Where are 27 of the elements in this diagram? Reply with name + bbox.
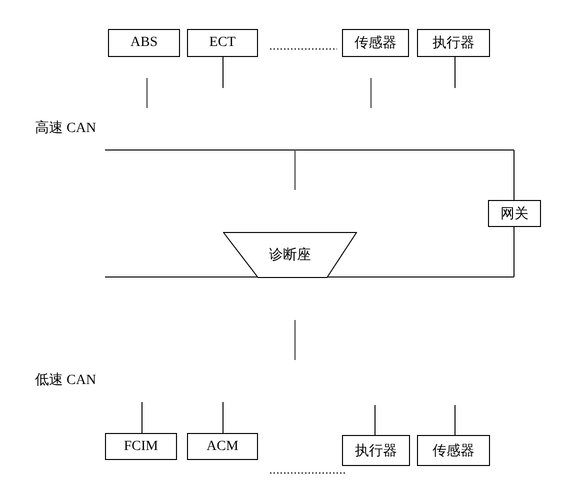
module-box — [187, 29, 258, 57]
node-label: ABS — [130, 35, 158, 51]
node-label: 网关 — [500, 205, 528, 222]
module-box — [417, 435, 490, 466]
node-label: 执行器 — [432, 34, 474, 52]
module-box — [342, 29, 409, 57]
node-label: 传感器 — [432, 442, 474, 460]
module-box — [488, 200, 541, 227]
connector-line — [454, 404, 456, 436]
node-label: 执行器 — [355, 442, 397, 460]
node-label: FCIM — [124, 438, 158, 454]
module-box — [342, 435, 410, 466]
connector-line — [222, 56, 224, 88]
bus-label: 高速 CAN — [35, 119, 96, 137]
connector-line — [222, 402, 224, 434]
module-box — [187, 433, 258, 460]
connector-line — [454, 56, 456, 88]
module-box — [417, 29, 490, 57]
node-label: ACM — [206, 438, 238, 454]
connector-line — [374, 404, 376, 436]
node-label: ECT — [209, 35, 236, 51]
node-label: 传感器 — [354, 34, 396, 52]
node-label: 诊断座 — [269, 246, 311, 264]
module-box — [105, 433, 177, 460]
trapezoid-node — [223, 232, 357, 278]
bus-label: 低速 CAN — [35, 372, 96, 389]
module-box — [108, 29, 180, 57]
